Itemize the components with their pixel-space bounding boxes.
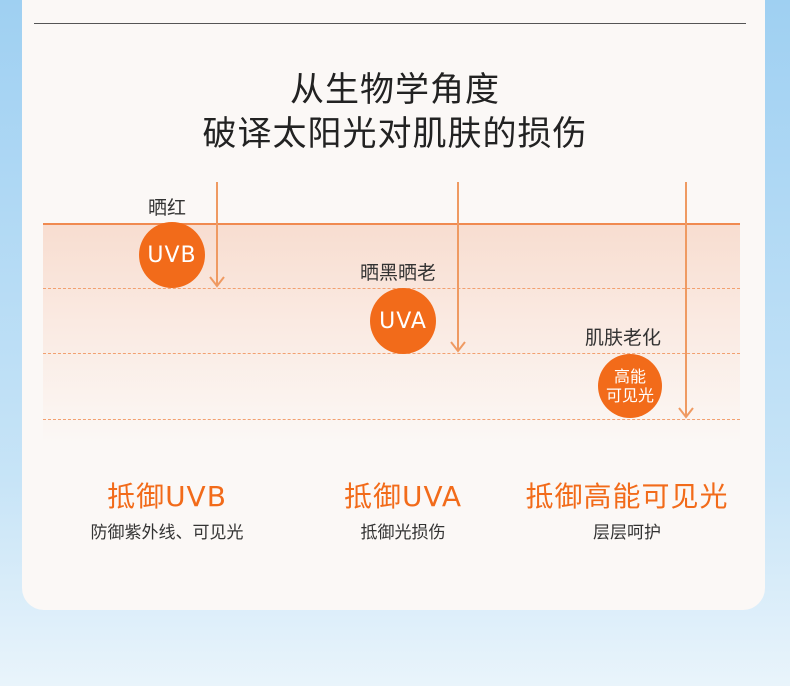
skin-depth-line-3	[43, 419, 740, 420]
hev-badge-line2: 可见光	[605, 386, 654, 405]
effect-label-aging: 肌肤老化	[585, 327, 662, 349]
hev-badge: 高能 可见光	[598, 354, 662, 418]
uva-penetration-arrow	[457, 182, 459, 351]
effect-label-tanning: 晒黑晒老	[360, 262, 437, 284]
hev-penetration-arrow	[685, 182, 687, 417]
uvb-penetration-arrow	[216, 182, 218, 286]
column-subtitle-uva: 抵御光损伤	[360, 523, 446, 543]
column-title-uva: 抵御UVA	[343, 480, 462, 513]
page-title-line2: 破译太阳光对肌肤的损伤	[202, 114, 588, 154]
hev-badge-line1: 高能	[613, 367, 646, 386]
uva-badge: UVA	[370, 288, 436, 354]
top-divider	[34, 23, 746, 24]
column-title-hev: 抵御高能可见光	[525, 480, 729, 513]
skin-depth-line-1	[43, 288, 740, 289]
skin-depth-line-2	[43, 353, 740, 354]
skin-surface-line	[43, 223, 740, 225]
effect-label-sunburn: 晒红	[148, 197, 187, 219]
column-subtitle-uvb: 防御紫外线、可见光	[90, 523, 244, 543]
uvb-badge: UVB	[139, 222, 205, 288]
column-title-uvb: 抵御UVB	[107, 480, 227, 513]
page-title-line1: 从生物学角度	[290, 70, 500, 110]
column-subtitle-hev: 层层呵护	[593, 523, 661, 543]
